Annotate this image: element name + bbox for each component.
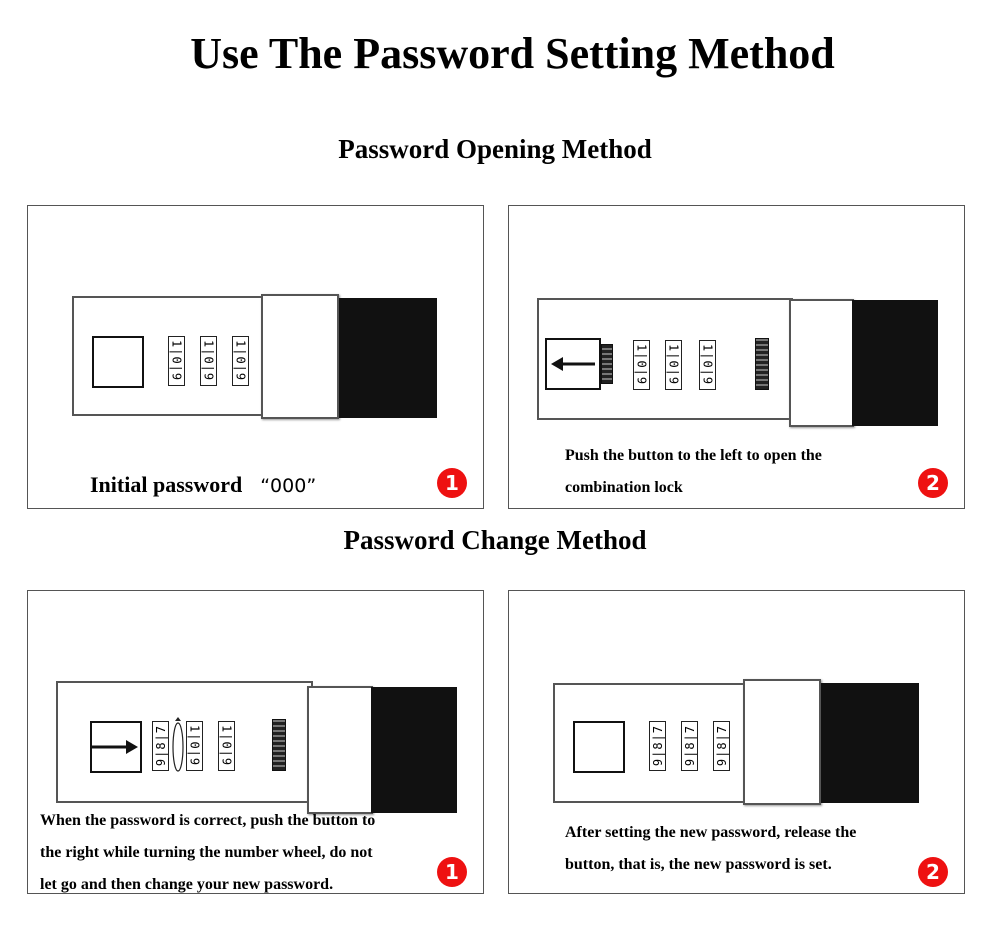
number-wheel: 1|0|9 bbox=[218, 721, 235, 771]
number-wheel: 1|0|9 bbox=[633, 340, 650, 390]
initial-password-value: “000” bbox=[260, 475, 317, 497]
number-wheel: 9|8|7 bbox=[681, 721, 698, 771]
step-badge: 2 bbox=[918, 857, 948, 887]
change-step-2-panel: 9|8|7 9|8|7 9|8|7 After setting the new … bbox=[508, 590, 965, 894]
rotate-arrow-icon bbox=[172, 717, 184, 772]
opening-step-2-panel: 1|0|9 1|0|9 1|0|9 Push the button to the… bbox=[508, 205, 965, 509]
number-wheel: 1|0|9 bbox=[665, 340, 682, 390]
arrow-right-icon bbox=[92, 740, 138, 754]
lock-black-strap bbox=[339, 298, 437, 418]
lock-sleeve bbox=[789, 299, 854, 427]
wheel-grip bbox=[272, 719, 286, 771]
section-heading-change: Password Change Method bbox=[343, 525, 647, 555]
wheel-grip bbox=[755, 338, 769, 390]
change-step-1-panel: 9|8|7 1|0|9 1|0|9 When the password is c… bbox=[27, 590, 484, 894]
lock-sleeve bbox=[307, 686, 373, 814]
section-heading-opening: Password Opening Method bbox=[338, 134, 652, 164]
lock-sleeve bbox=[261, 294, 339, 419]
step-caption: When the password is correct, push the b… bbox=[40, 812, 376, 893]
number-wheel: 1|0|9 bbox=[186, 721, 203, 771]
number-wheel: 9|8|7 bbox=[649, 721, 666, 771]
step-caption: After setting the new password, release … bbox=[565, 824, 857, 873]
number-wheel: 1|0|9 bbox=[699, 340, 716, 390]
number-wheel: 1|0|9 bbox=[200, 336, 217, 386]
button-grip bbox=[601, 344, 613, 384]
step-badge: 2 bbox=[918, 468, 948, 498]
lock-push-button bbox=[573, 721, 625, 773]
number-wheel: 9|8|7 bbox=[152, 721, 169, 771]
lock-push-button bbox=[92, 336, 144, 388]
opening-step-1-panel: 1|0|9 1|0|9 1|0|9 Initial password“000” … bbox=[27, 205, 484, 509]
lock-push-button bbox=[90, 721, 142, 773]
page-title: Use The Password Setting Method bbox=[190, 29, 835, 78]
lock-body: 9|8|7 1|0|9 1|0|9 bbox=[56, 681, 313, 803]
step-caption: Push the button to the left to open the … bbox=[565, 447, 822, 496]
lock-body: 9|8|7 9|8|7 9|8|7 bbox=[553, 683, 753, 803]
number-wheel: 1|0|9 bbox=[168, 336, 185, 386]
step-badge: 1 bbox=[437, 468, 467, 498]
arrow-left-icon bbox=[551, 357, 595, 371]
number-wheel: 1|0|9 bbox=[232, 336, 249, 386]
lock-black-strap bbox=[371, 687, 457, 813]
lock-sleeve bbox=[743, 679, 821, 805]
number-wheel: 9|8|7 bbox=[713, 721, 730, 771]
lock-push-button bbox=[545, 338, 601, 390]
lock-black-strap bbox=[821, 683, 919, 803]
lock-body: 1|0|9 1|0|9 1|0|9 bbox=[537, 298, 793, 420]
lock-black-strap bbox=[852, 300, 938, 426]
lock-body: 1|0|9 1|0|9 1|0|9 bbox=[72, 296, 272, 416]
step-badge: 1 bbox=[437, 857, 467, 887]
initial-password-label: Initial password“000” bbox=[90, 472, 317, 497]
